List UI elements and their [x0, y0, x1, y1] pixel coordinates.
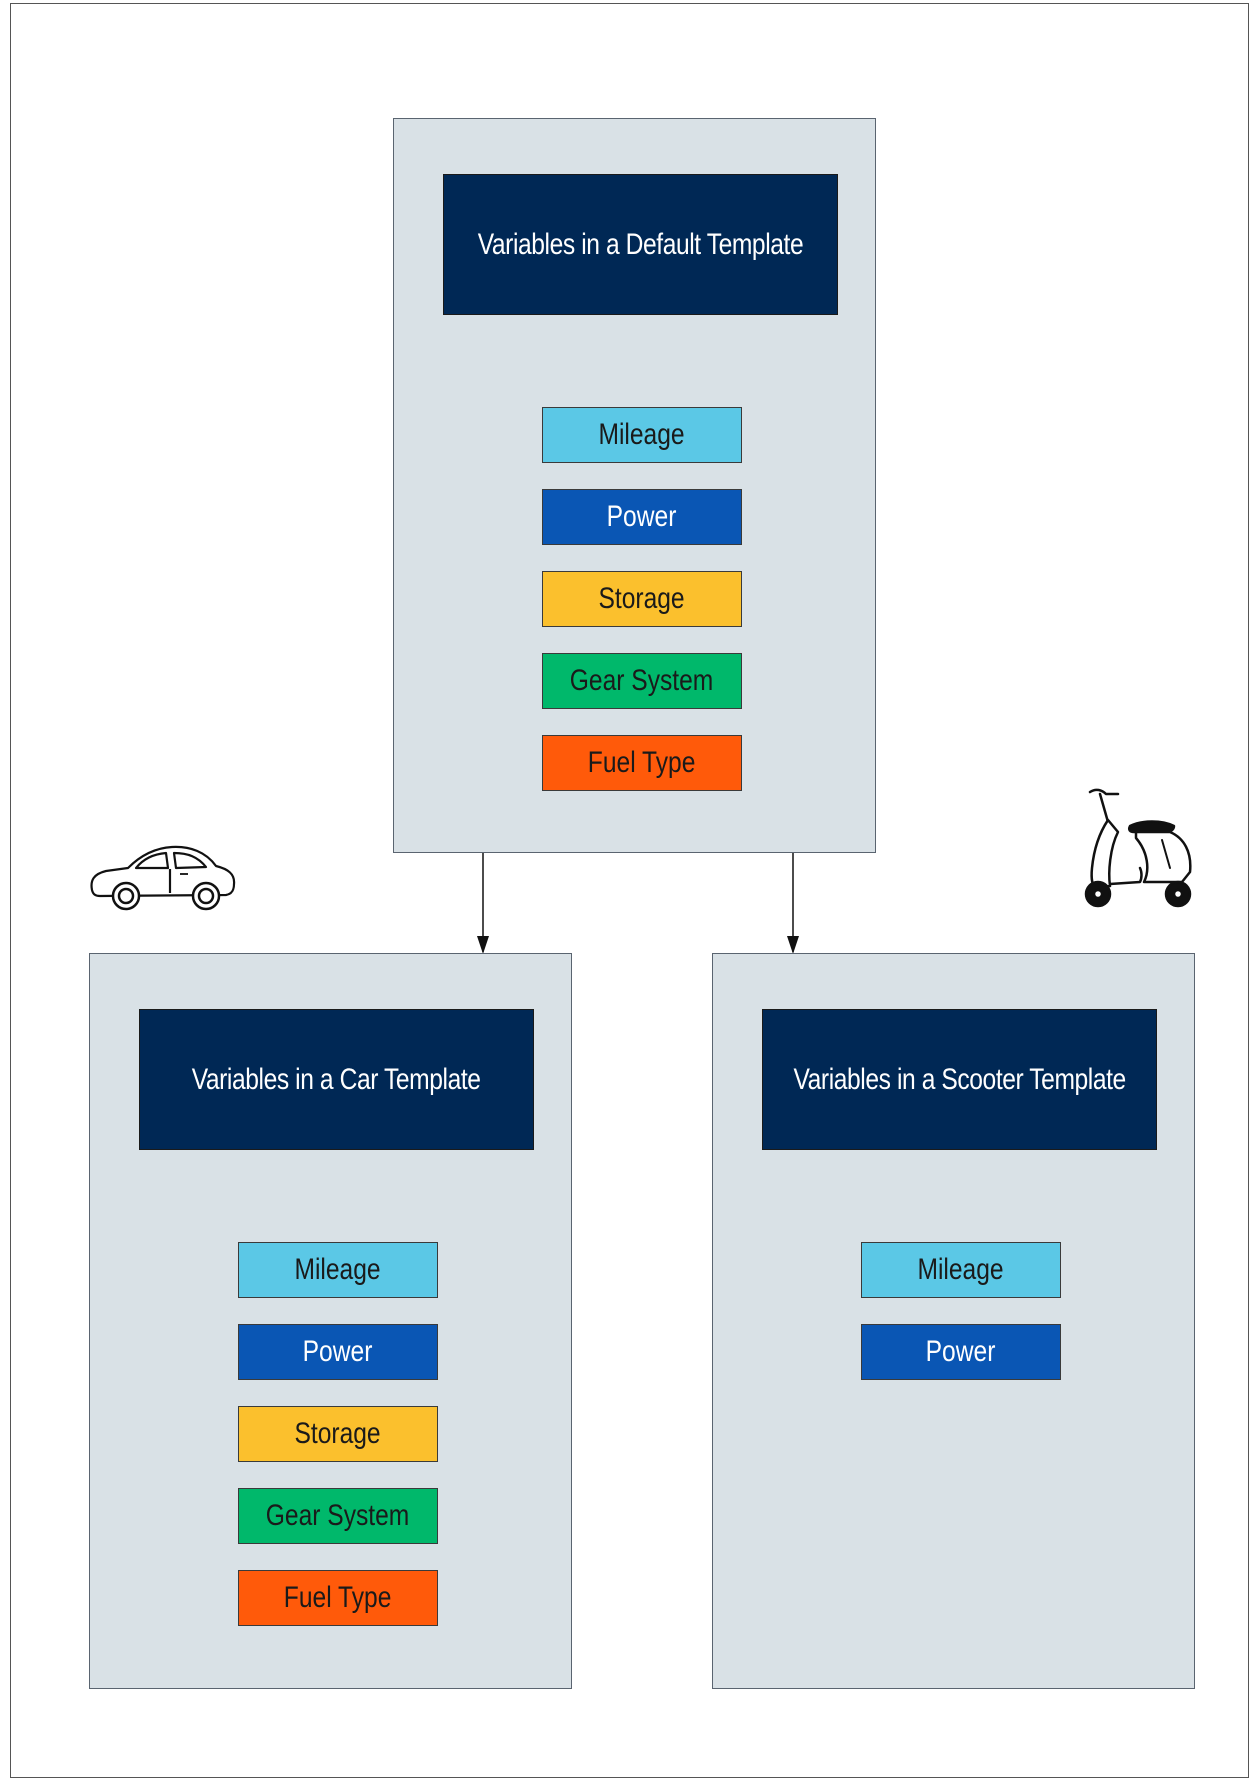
- variable-storage: Storage: [542, 571, 742, 627]
- scooter-template-panel: Variables in a Scooter Template Mileage …: [712, 953, 1195, 1689]
- scooter-template-title: Variables in a Scooter Template: [762, 1009, 1157, 1150]
- variable-power: Power: [542, 489, 742, 545]
- variable-power: Power: [861, 1324, 1061, 1380]
- variable-mileage: Mileage: [861, 1242, 1061, 1298]
- car-template-panel: Variables in a Car Template Mileage Powe…: [89, 953, 572, 1689]
- default-template-panel: Variables in a Default Template Mileage …: [393, 118, 876, 853]
- car-icon: [90, 845, 236, 911]
- scooter-icon: [1084, 788, 1192, 908]
- variable-mileage: Mileage: [238, 1242, 438, 1298]
- variable-fuel-type: Fuel Type: [238, 1570, 438, 1626]
- car-template-title: Variables in a Car Template: [139, 1009, 534, 1150]
- variable-gear-system: Gear System: [238, 1488, 438, 1544]
- variable-storage: Storage: [238, 1406, 438, 1462]
- default-template-title: Variables in a Default Template: [443, 174, 838, 315]
- variable-fuel-type: Fuel Type: [542, 735, 742, 791]
- variable-mileage: Mileage: [542, 407, 742, 463]
- variable-gear-system: Gear System: [542, 653, 742, 709]
- variable-power: Power: [238, 1324, 438, 1380]
